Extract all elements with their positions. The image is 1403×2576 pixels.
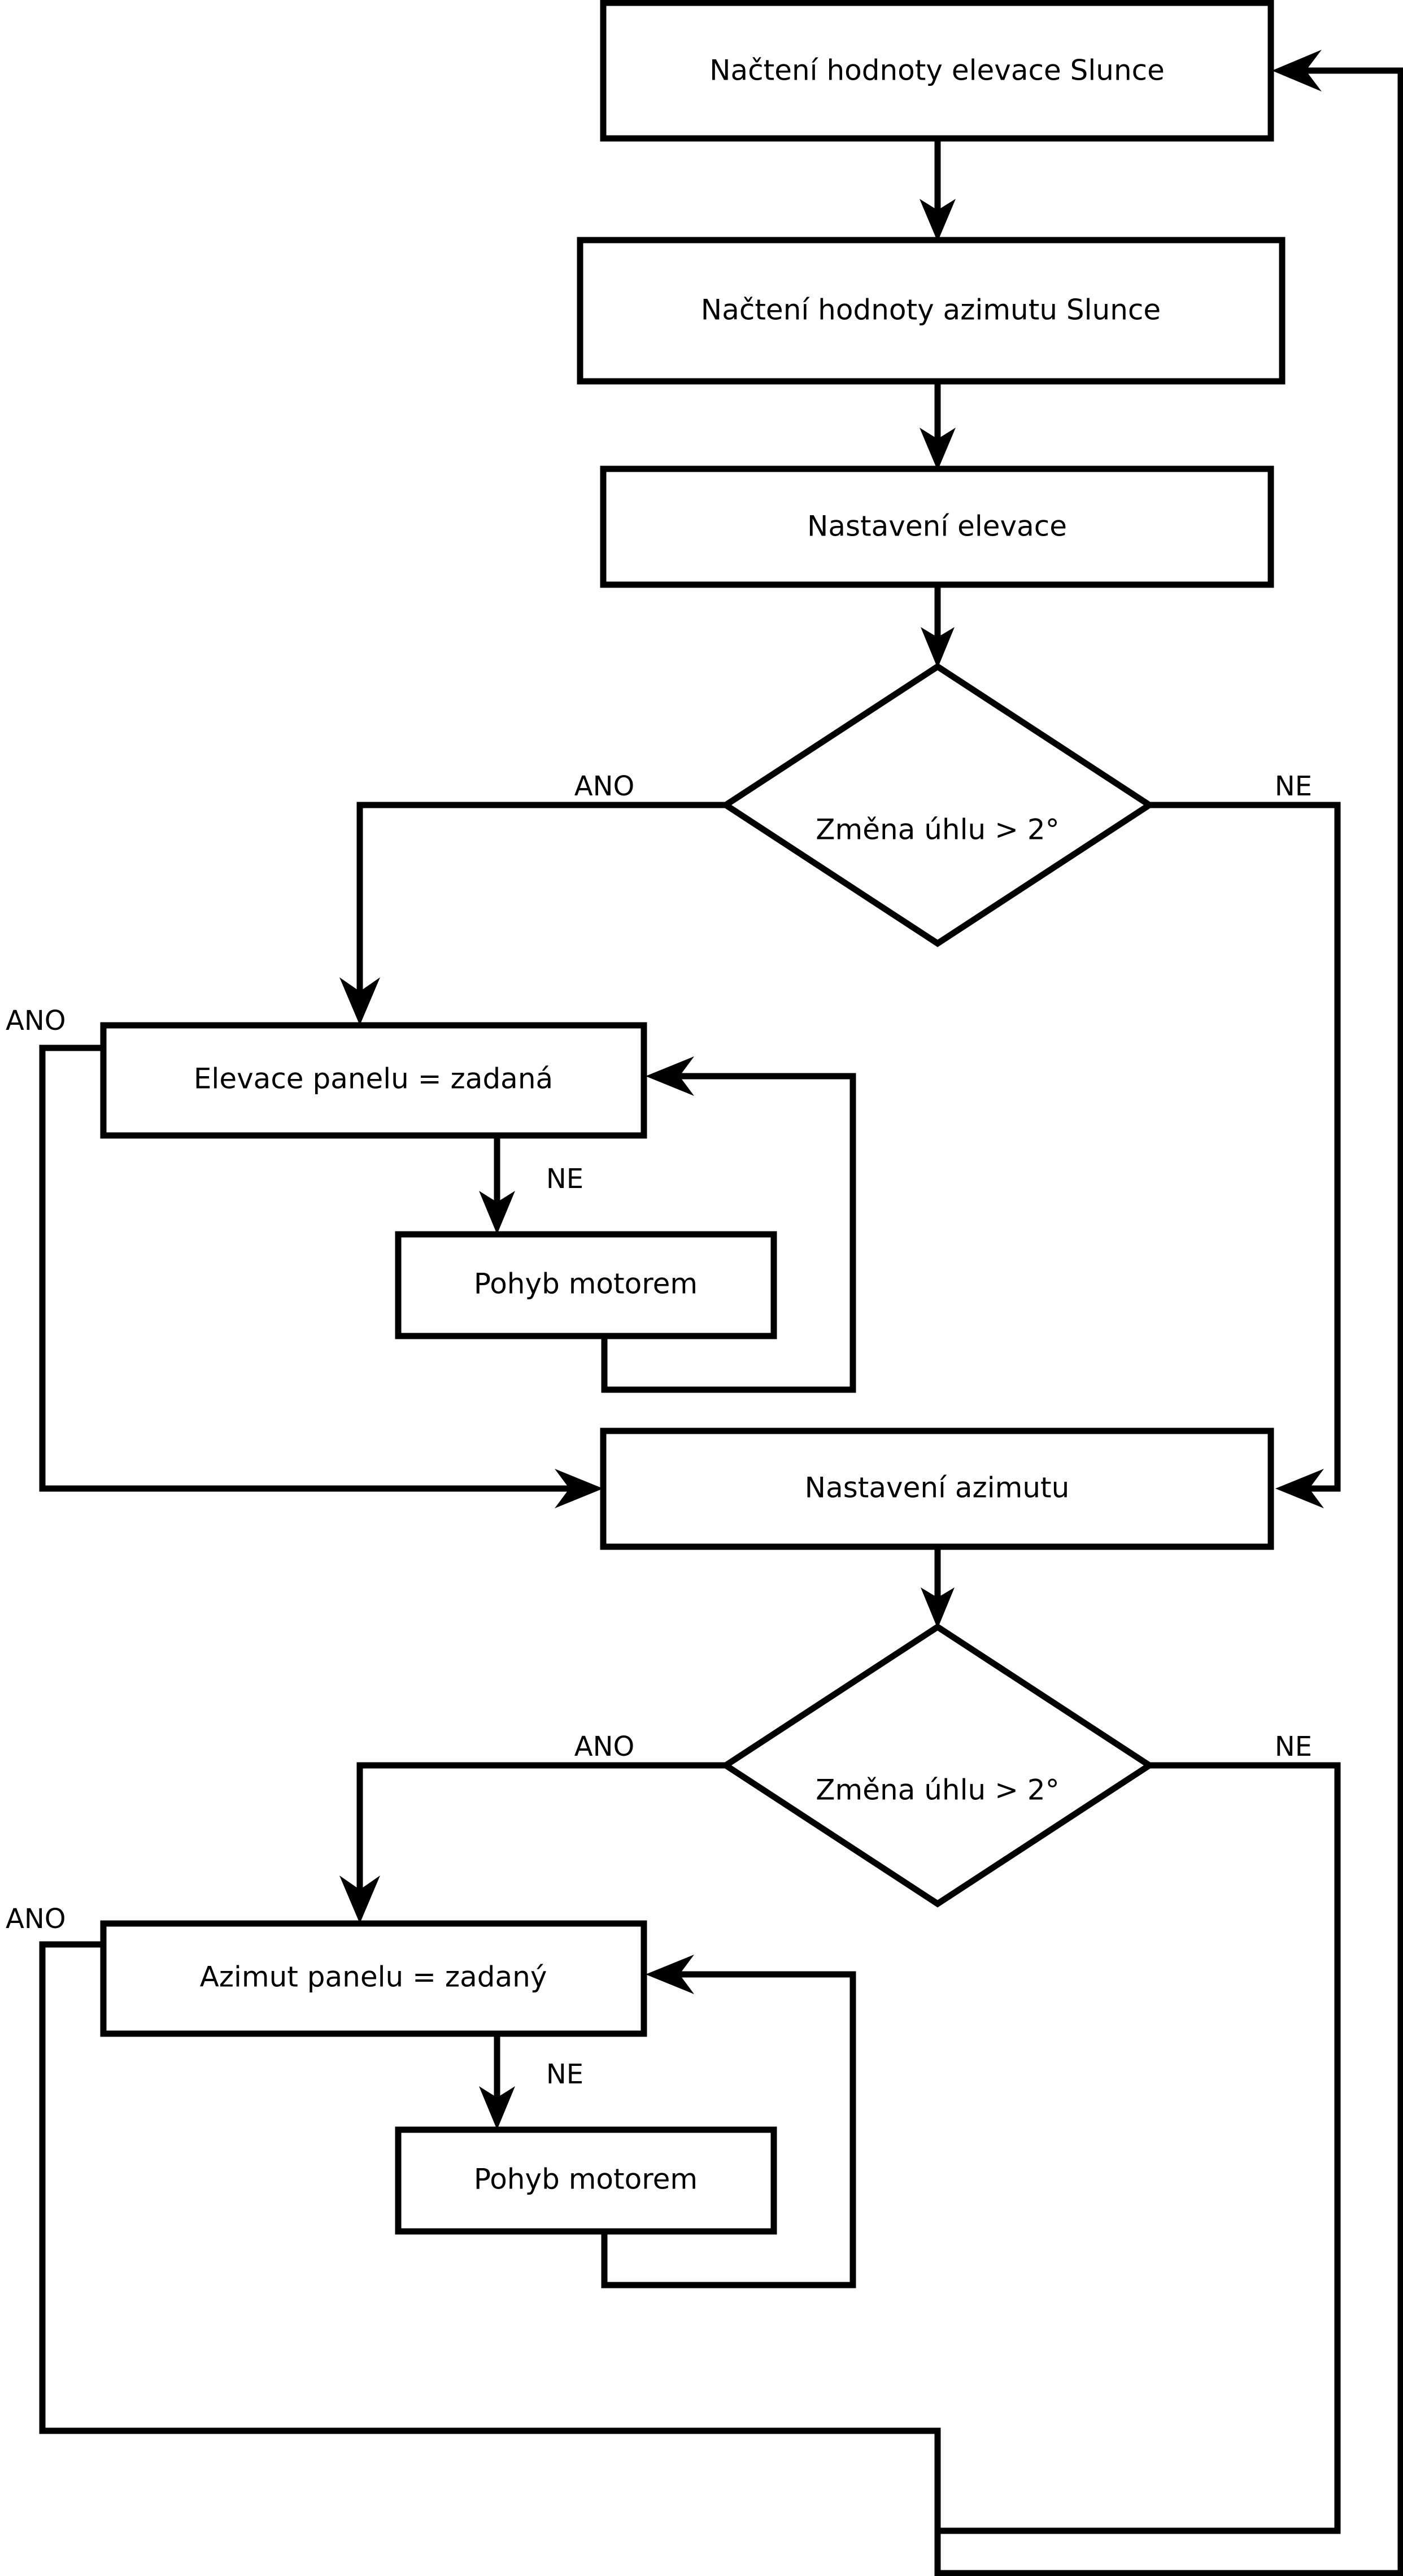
node-panel-elevation-set-label: Elevace panelu = zadaná [194, 1063, 553, 1095]
edge-label-no-elevation-decision: NE [1275, 771, 1312, 802]
node-panel-azimuth-set-label: Azimut panelu = zadaný [200, 1961, 547, 1994]
edge-motor-move-1-return [601, 1056, 856, 1393]
edge-set-elevation-to-decision-elevation [921, 585, 955, 668]
edge-label-no-azimuth-decision: NE [1275, 1731, 1312, 1763]
edge-panel-azimuth-yes [39, 1941, 941, 2576]
edge-decision-elevation-no [1149, 802, 1341, 1508]
edge-label-yes-azimuth-decision: ANO [574, 1731, 635, 1763]
edge-panel-azimuth-no [479, 2034, 515, 2130]
edge-label-yes-elevation-decision: ANO [574, 771, 635, 802]
node-read-elevation[interactable]: Načtení hodnoty elevace Slunce [600, 0, 1274, 142]
node-motor-move-2-label: Pohyb motorem [474, 2163, 698, 2196]
node-read-azimuth-label: Načtení hodnoty azimutu Slunce [701, 294, 1161, 327]
node-decision-azimuth[interactable]: Změna úhlu > 2° [720, 1623, 1156, 1908]
edge-return-to-start [938, 50, 1403, 2576]
edge-panel-elevation-yes [39, 1045, 603, 1508]
node-read-elevation-label: Načtení hodnoty elevace Slunce [709, 54, 1165, 87]
edge-decision-azimuth-yes [339, 1762, 726, 1924]
edge-panel-elevation-no [479, 1135, 515, 1234]
node-set-elevation[interactable]: Nastavení elevace [600, 465, 1274, 588]
node-set-azimuth-label: Nastavení azimutu [805, 1472, 1070, 1504]
edge-motor-move-2-return [601, 1955, 856, 2288]
node-motor-move-1-label: Pohyb motorem [474, 1268, 698, 1300]
node-motor-move-2[interactable]: Pohyb motorem [395, 2126, 777, 2235]
edge-set-azimuth-to-decision-azimuth [921, 1546, 955, 1629]
node-panel-azimuth-set[interactable]: Azimut panelu = zadaný [100, 1920, 647, 2037]
edge-decision-elevation-yes [339, 802, 726, 1025]
edge-read-elevation-to-read-azimuth [920, 138, 956, 242]
edge-label-no-panel-azimuth: NE [546, 2059, 583, 2090]
edge-decision-azimuth-no [934, 1762, 1341, 2573]
edge-label-no-panel-elevation: NE [546, 1163, 583, 1195]
edge-label-yes-panel-azimuth: ANO [6, 1903, 66, 1935]
node-decision-azimuth-label: Změna úhlu > 2° [816, 1774, 1059, 1807]
node-panel-elevation-set[interactable]: Elevace panelu = zadaná [100, 1022, 647, 1139]
node-read-azimuth[interactable]: Načtení hodnoty azimutu Slunce [577, 237, 1286, 385]
node-decision-elevation-label: Změna úhlu > 2° [816, 813, 1059, 846]
node-set-elevation-label: Nastavení elevace [807, 510, 1067, 543]
node-set-azimuth[interactable]: Nastavení azimutu [600, 1428, 1274, 1550]
node-motor-move-1[interactable]: Pohyb motorem [395, 1231, 777, 1339]
edge-label-yes-panel-elevation: ANO [6, 1005, 66, 1037]
node-decision-elevation[interactable]: Změna úhlu > 2° [720, 663, 1156, 947]
edge-read-azimuth-to-set-elevation [920, 381, 956, 471]
